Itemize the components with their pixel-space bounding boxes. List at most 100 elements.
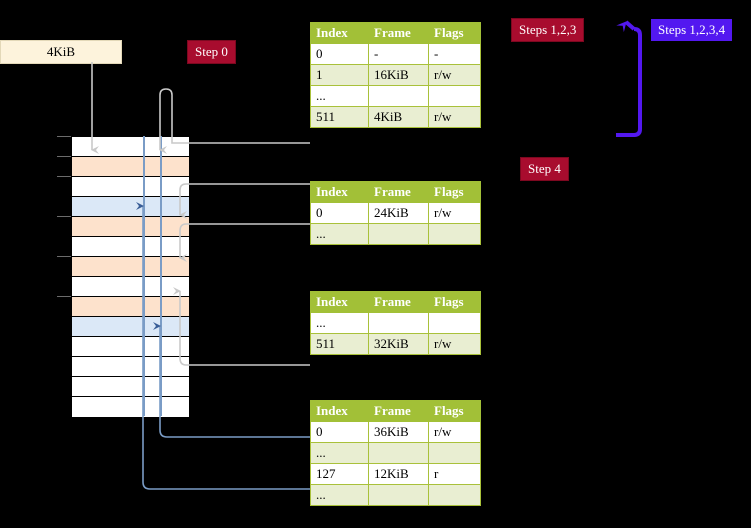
page-table-cell: r — [428, 463, 481, 485]
page-table-cell: 511 — [310, 106, 369, 128]
page-table-cell: ... — [310, 442, 369, 464]
memory-frame-row — [72, 377, 189, 397]
page-table-header-frame: Frame — [368, 400, 429, 422]
page-table-cell — [428, 484, 481, 506]
memory-frame-row — [72, 217, 189, 237]
memory-grid-guide-line — [143, 136, 145, 416]
memory-frame-row — [72, 237, 189, 257]
memory-grid-tick — [57, 156, 71, 157]
page-table-cell: r/w — [428, 421, 481, 443]
frame-size-label: 4KiB — [46, 44, 76, 59]
memory-frame-row — [72, 157, 189, 177]
page-table-cell — [428, 223, 481, 245]
page-table-cell: 511 — [310, 333, 369, 355]
page-table-cell: 0 — [310, 421, 369, 443]
page-table-row: ... — [310, 484, 481, 506]
page-table-row: ... — [310, 442, 481, 464]
page-table-cell — [368, 442, 429, 464]
connector-t4-row127-out — [142, 416, 310, 490]
page-table-cell — [368, 312, 429, 334]
page-table-row: 0-- — [310, 43, 481, 65]
memory-frame-row — [72, 397, 189, 417]
page-table-cell: r/w — [428, 106, 481, 128]
page-table-row: ... — [310, 85, 481, 107]
connector-steps-bracket — [616, 27, 642, 137]
memory-grid-tick — [57, 296, 71, 297]
page-table-cell: 0 — [310, 202, 369, 224]
page-table-cell — [368, 484, 429, 506]
memory-frame-row — [72, 337, 189, 357]
connector-t1-row1 — [179, 183, 310, 219]
memory-frame-row — [72, 257, 189, 277]
frame-size-box: 4KiB — [0, 40, 122, 64]
page-table-cell — [428, 442, 481, 464]
page-table-header-index: Index — [310, 400, 369, 422]
badge-steps-1-2-3: Steps 1,2,3 — [512, 19, 584, 41]
page-table-header-flags: Flags — [428, 22, 481, 44]
badge-step-0: Step 0 — [188, 41, 235, 63]
page-table-header-flags: Flags — [428, 291, 481, 313]
page-table-cell: 36KiB — [368, 421, 429, 443]
page-table-cell: ... — [310, 85, 369, 107]
page-table-cell: 4KiB — [368, 106, 429, 128]
page-table-cell: r/w — [428, 333, 481, 355]
memory-grid-tick — [57, 176, 71, 177]
memory-grid-guide-line — [160, 136, 162, 416]
page-table-row: ... — [310, 312, 481, 334]
memory-frame-row — [72, 297, 189, 317]
connector-t2-row0 — [179, 223, 310, 262]
page-table-cell: - — [368, 43, 429, 65]
physical-memory-grid — [71, 136, 190, 417]
connector-t1-511-out — [165, 88, 310, 144]
page-table-cell: ... — [310, 484, 369, 506]
page-table-cell — [368, 85, 429, 107]
page-table-cell: 12KiB — [368, 463, 429, 485]
page-table-header-flags: Flags — [428, 181, 481, 203]
page-table-header-flags: Flags — [428, 400, 481, 422]
memory-frame-row — [72, 137, 189, 157]
memory-grid-tick — [57, 256, 71, 257]
page-table-header-frame: Frame — [368, 22, 429, 44]
memory-frame-row — [72, 317, 189, 337]
page-table-cell — [428, 85, 481, 107]
page-table-cell — [368, 223, 429, 245]
page-table-cell: 0 — [310, 43, 369, 65]
page-table-header-index: Index — [310, 181, 369, 203]
page-table-cell — [428, 312, 481, 334]
page-table-cell: 24KiB — [368, 202, 429, 224]
page-table-cell: 127 — [310, 463, 369, 485]
memory-frame-row — [72, 177, 189, 197]
page-table-cell: ... — [310, 312, 369, 334]
page-table-header-index: Index — [310, 291, 369, 313]
connector-steps-arrowhead — [616, 20, 636, 33]
page-table-header-frame: Frame — [368, 291, 429, 313]
page-table-header-index: Index — [310, 22, 369, 44]
page-table-cell: 1 — [310, 64, 369, 86]
page-table-cell: r/w — [428, 64, 481, 86]
page-table-cell: 16KiB — [368, 64, 429, 86]
memory-frame-row — [72, 357, 189, 377]
page-table-cell: 32KiB — [368, 333, 429, 355]
page-table-cell: r/w — [428, 202, 481, 224]
memory-frame-row — [72, 197, 189, 217]
badge-step-4: Step 4 — [521, 158, 568, 180]
page-table-cell: ... — [310, 223, 369, 245]
connector-t4-row0-out — [159, 416, 310, 438]
connector-t3-row511 — [173, 287, 310, 366]
memory-grid-tick — [57, 136, 71, 137]
memory-grid-tick — [57, 216, 71, 217]
badge-steps-1-2-3-4: Steps 1,2,3,4 — [651, 19, 733, 41]
page-table-cell: - — [428, 43, 481, 65]
memory-frame-row — [72, 277, 189, 297]
